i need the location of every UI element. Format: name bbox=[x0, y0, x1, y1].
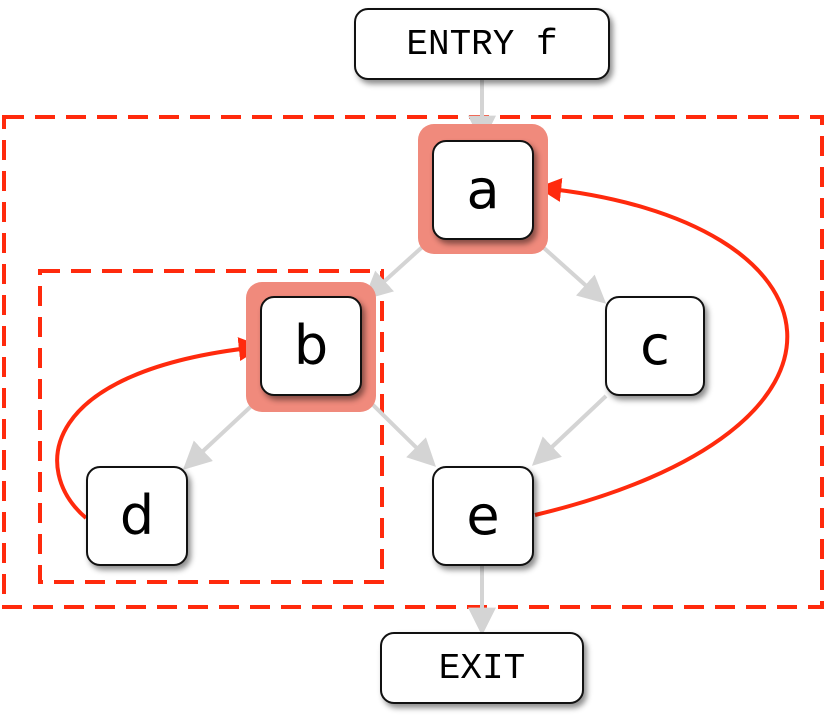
edge-a-to-c bbox=[533, 238, 607, 304]
node-d-label: d bbox=[119, 484, 155, 547]
node-a-label: a bbox=[466, 158, 500, 221]
back-edge-e-to-a bbox=[534, 178, 790, 517]
back-edge-d-to-b bbox=[55, 337, 263, 520]
node-entry: ENTRY f bbox=[354, 8, 610, 80]
node-c-label: c bbox=[640, 314, 670, 377]
edge-c-to-e bbox=[531, 394, 608, 466]
edge-a-to-b bbox=[363, 238, 432, 300]
node-exit: EXIT bbox=[380, 632, 584, 704]
edge-b-to-e bbox=[364, 396, 436, 467]
edge-b-to-d bbox=[182, 396, 262, 470]
node-b-label: b bbox=[293, 314, 329, 377]
node-e: e bbox=[432, 466, 534, 566]
node-d: d bbox=[86, 466, 188, 566]
node-a: a bbox=[432, 140, 534, 240]
node-exit-label: EXIT bbox=[438, 647, 526, 689]
outer-loop-region bbox=[2, 115, 824, 609]
node-c: c bbox=[605, 296, 705, 396]
node-b: b bbox=[260, 296, 362, 396]
inner-loop-region bbox=[38, 269, 384, 584]
node-entry-label: ENTRY f bbox=[406, 23, 558, 65]
node-e-label: e bbox=[466, 484, 500, 547]
